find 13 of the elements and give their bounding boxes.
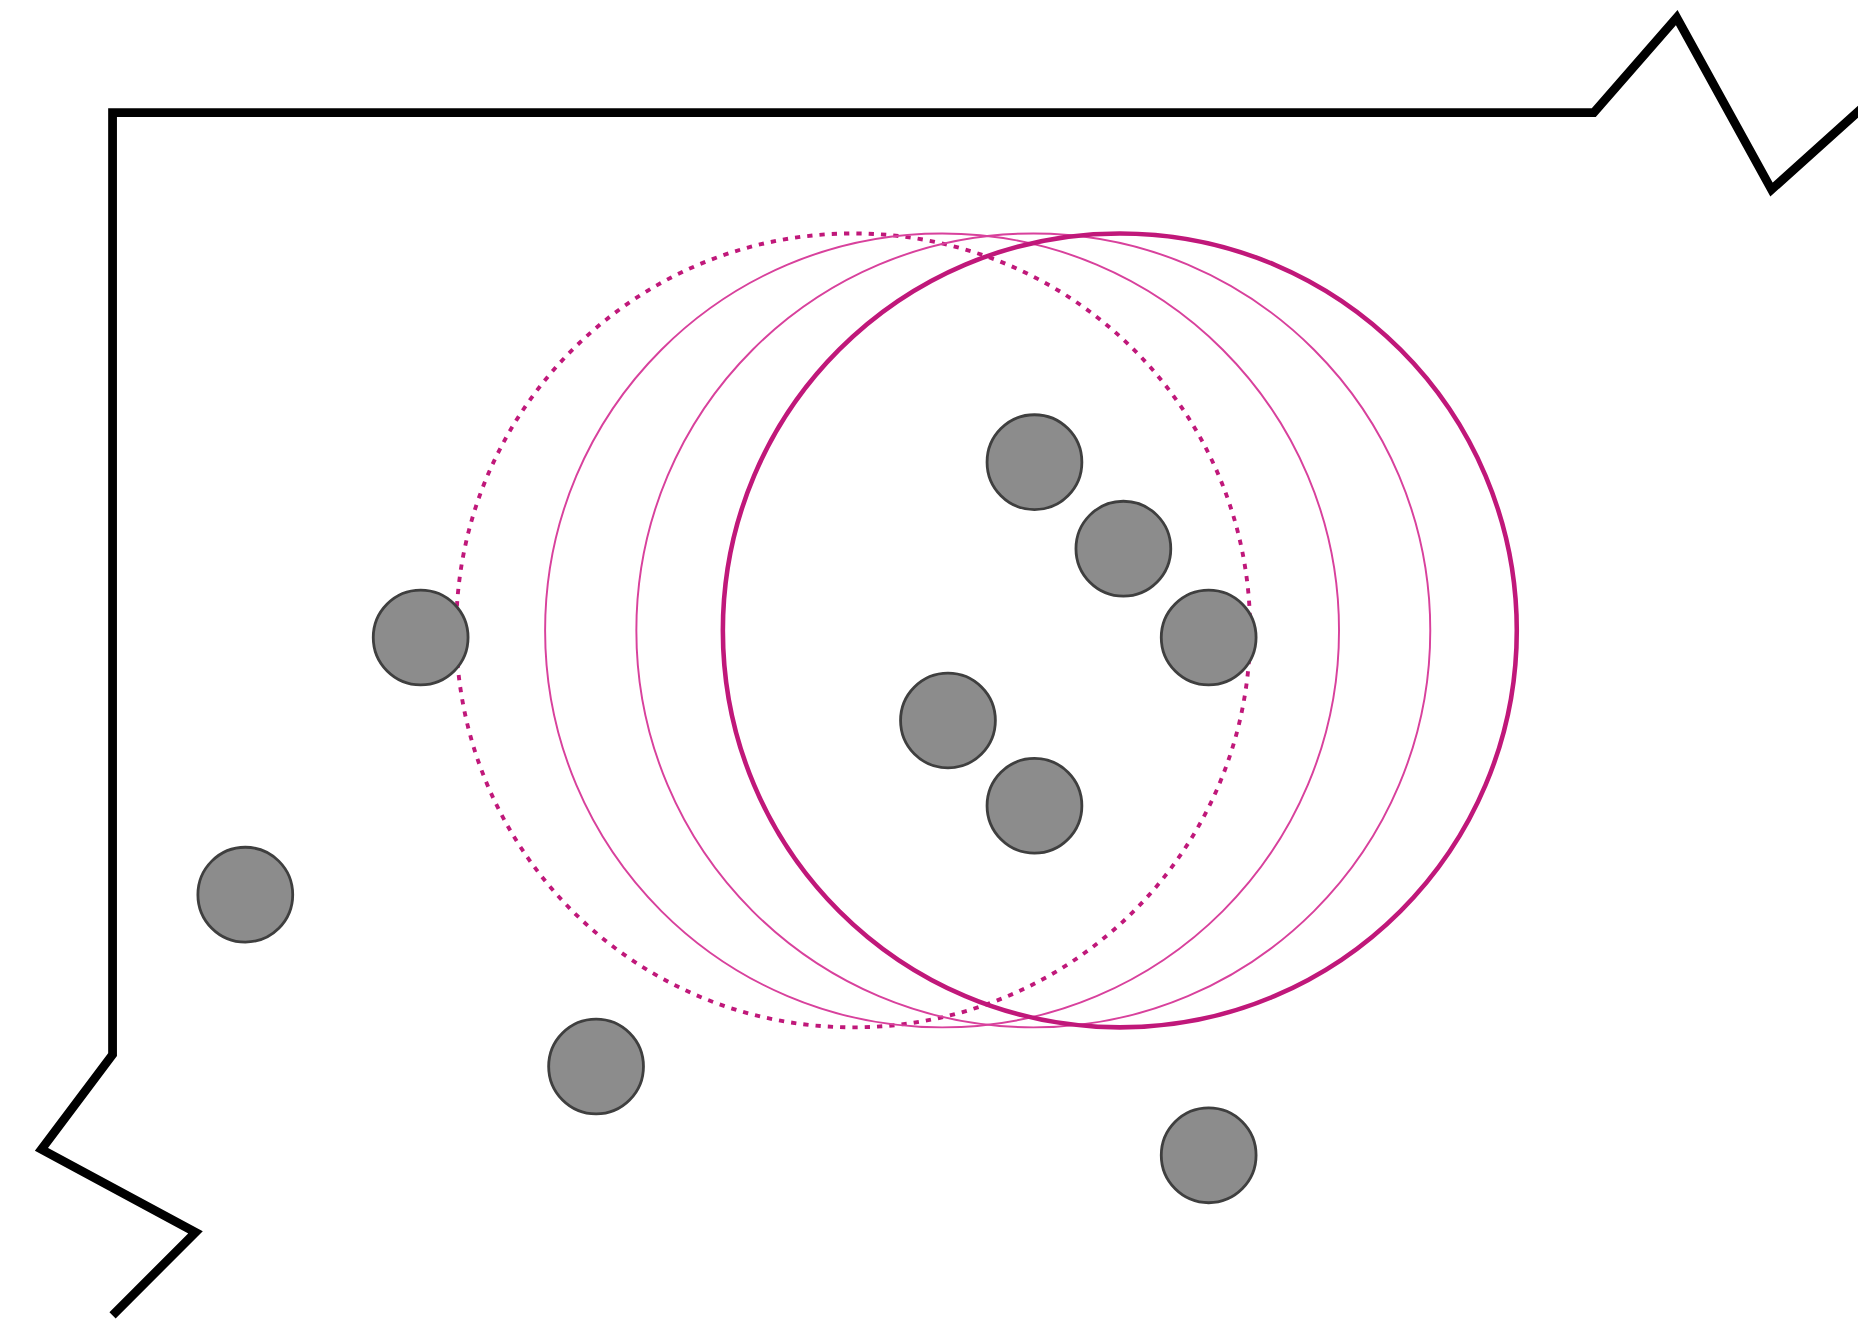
data-point xyxy=(899,671,997,770)
data-point xyxy=(371,588,470,687)
circle-outline xyxy=(635,232,1432,1029)
data-point xyxy=(196,845,295,944)
data-point xyxy=(1074,499,1173,598)
data-point xyxy=(1159,1106,1258,1205)
data-point xyxy=(1159,588,1258,687)
data-point xyxy=(985,413,1084,511)
data-point xyxy=(985,756,1084,855)
circle-outline xyxy=(720,231,1520,1030)
circle-outline xyxy=(454,231,1253,1030)
data-point xyxy=(547,1017,645,1116)
circle-outline xyxy=(544,232,1340,1029)
